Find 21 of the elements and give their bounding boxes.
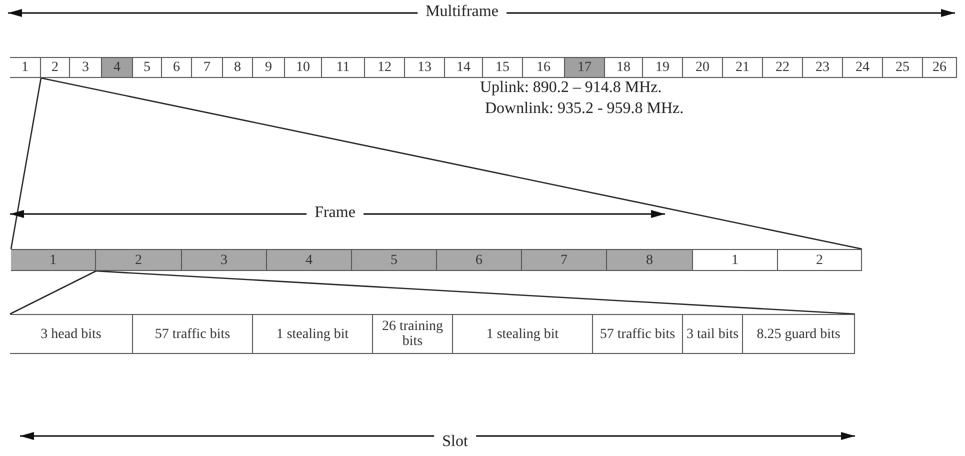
slot-cell: 2	[96, 250, 182, 270]
slot-cell: 7	[522, 250, 607, 270]
slot-cell: 6	[437, 250, 522, 270]
slot-cell: 3 head bits	[10, 315, 133, 353]
slot-cell: 8	[607, 250, 693, 270]
expansion-line	[10, 78, 42, 250]
expansion-line	[40, 77, 862, 250]
bar	[10, 314, 855, 354]
slot-cell: 1	[11, 250, 96, 270]
bar	[11, 249, 862, 271]
slot-cell: 4	[267, 250, 352, 270]
slot-cell: 1	[10, 58, 41, 77]
frequency-note: Downlink: 935.2 - 959.8 MHz.	[485, 99, 684, 119]
slot-cell: 3	[182, 250, 267, 270]
expansion-line	[10, 270, 96, 315]
frequency-note: Uplink: 890.2 – 914.8 MHz.	[480, 78, 662, 98]
slot-cell: 4	[102, 58, 133, 77]
expansion-line	[96, 270, 856, 315]
bar	[10, 57, 957, 78]
slot-cell: 17	[565, 58, 605, 77]
slot-cell: 5	[352, 250, 437, 270]
